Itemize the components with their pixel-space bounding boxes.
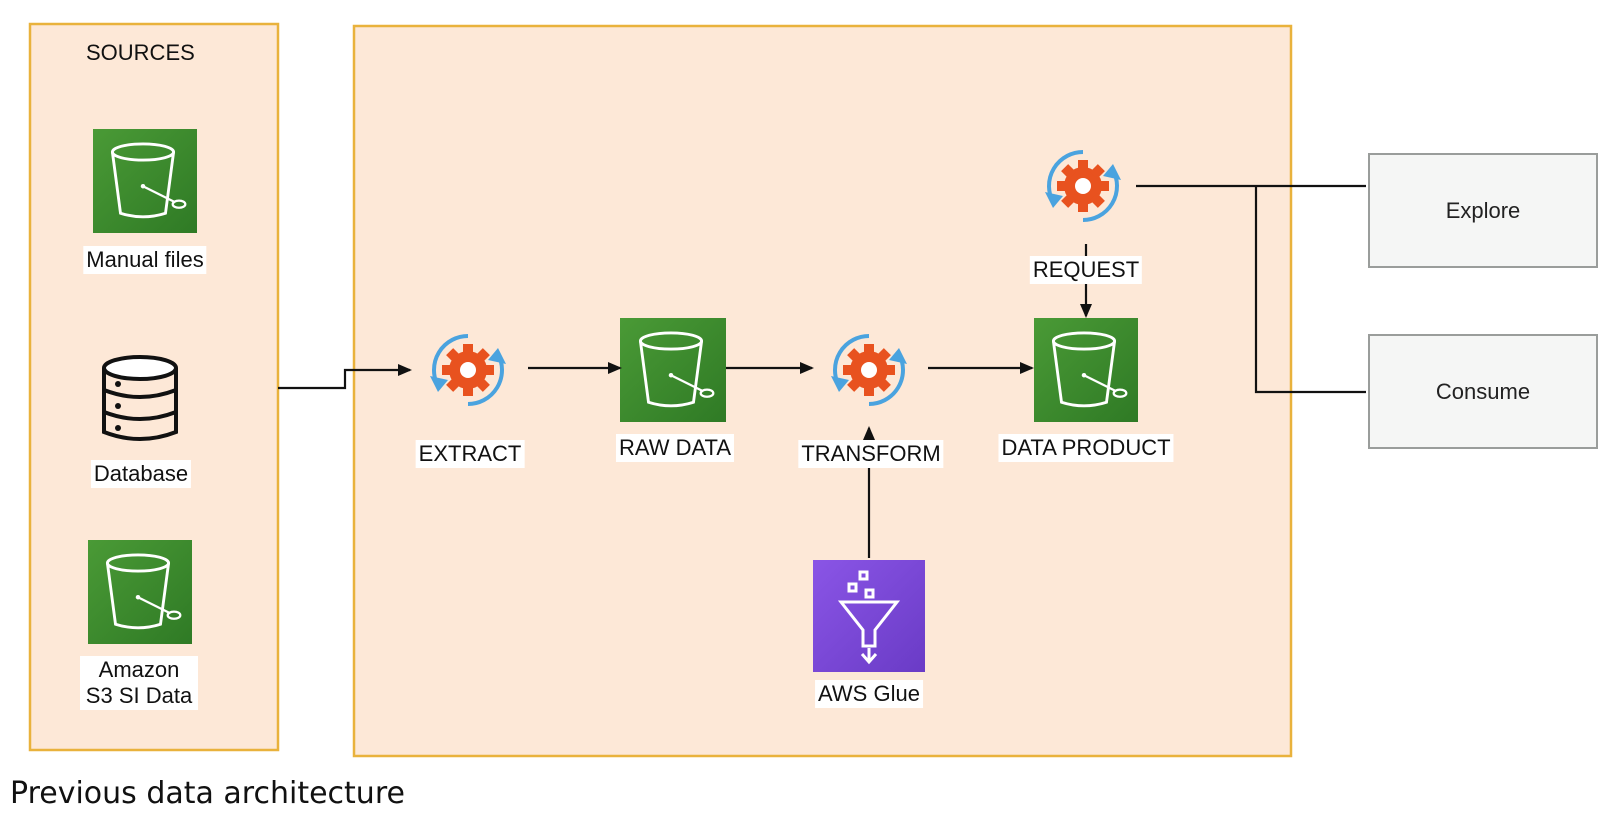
database-label: Database	[90, 460, 192, 488]
sources-title: SOURCES	[86, 40, 195, 65]
consume-label: Consume	[1435, 378, 1531, 404]
explore-box: Explore	[1368, 153, 1598, 268]
consume-box: Consume	[1368, 334, 1598, 449]
manual-files-s3-icon	[93, 129, 197, 233]
database-icon	[102, 355, 178, 441]
sources-to-extract-arrow	[278, 364, 412, 390]
data-product-label: DATA PRODUCT	[998, 434, 1174, 462]
aws-glue-label: AWS Glue	[815, 680, 923, 708]
request-to-consume-line	[1254, 186, 1366, 394]
raw-data-s3-icon	[620, 318, 726, 422]
aws-glue-icon	[813, 560, 925, 672]
transform-label: TRANSFORM	[798, 440, 944, 468]
manual-files-label: Manual files	[83, 246, 207, 274]
amazon-s3-si-data-label: Amazon S3 SI Data	[80, 656, 198, 710]
raw-data-label: RAW DATA	[615, 434, 735, 462]
extract-label: EXTRACT	[415, 440, 525, 468]
explore-label: Explore	[1445, 197, 1521, 223]
data-product-s3-icon	[1034, 318, 1138, 422]
request-label: REQUEST	[1029, 256, 1143, 284]
amazon-s3-si-data-icon	[88, 540, 192, 644]
caption: Previous data architecture	[10, 776, 405, 811]
